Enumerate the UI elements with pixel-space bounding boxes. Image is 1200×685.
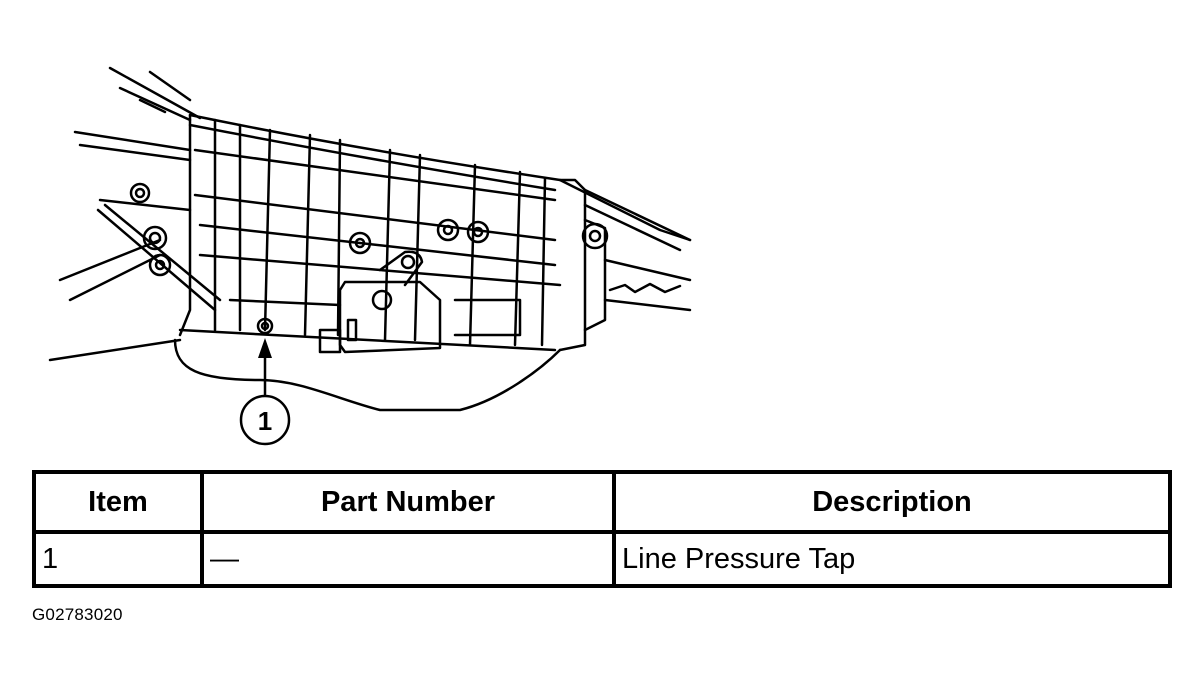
cell-item: 1 [32,530,204,588]
table-row: 1 — Line Pressure Tap [32,530,1172,588]
transmission-line-drawing-icon: 1 [48,66,692,446]
transmission-illustration: 1 [0,0,720,470]
column-header-description: Description [612,470,1172,534]
table-header-row: Item Part Number Description [32,470,1172,534]
callout-circle [239,394,291,446]
column-header-item: Item [32,470,204,534]
parts-table: Item Part Number Description 1 — Line Pr… [32,470,1172,588]
cell-part-number: — [200,530,616,588]
cell-description: Line Pressure Tap [612,530,1172,588]
column-header-part-number: Part Number [200,470,616,534]
figure-id: G02783020 [32,605,123,624]
callout-number-1: 1 [258,406,272,436]
